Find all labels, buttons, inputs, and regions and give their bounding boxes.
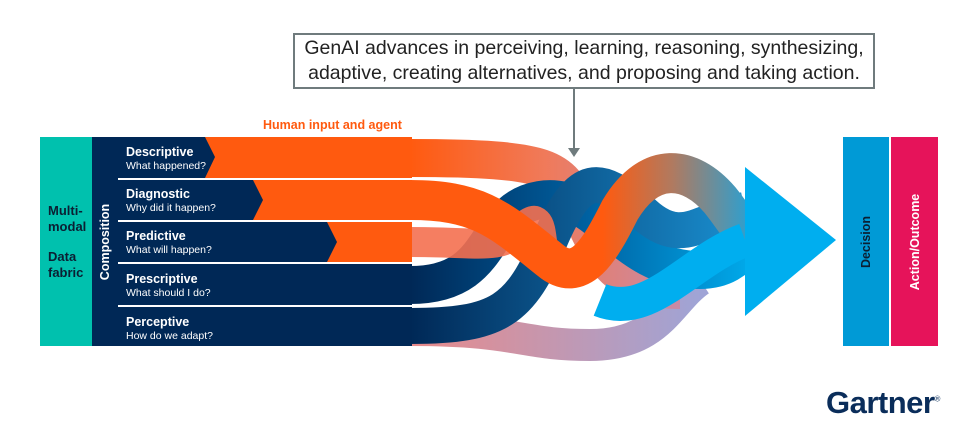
row-title: Prescriptive [126, 272, 198, 286]
strand-perceptive [409, 167, 750, 344]
panel-text-1: Multi- [48, 203, 83, 218]
logo-text: Gartner [826, 385, 935, 420]
decision-panel: Decision [843, 137, 889, 346]
registered-mark: ® [934, 394, 940, 404]
row-divider [118, 220, 412, 222]
composition-label: Composition [92, 137, 118, 346]
data-fabric-panel: Multi- modal Data fabric [40, 137, 92, 346]
row-divider [118, 262, 412, 264]
row-subtitle: What happened? [126, 160, 206, 172]
output-arrowhead [745, 167, 836, 316]
action-outcome-label: Action/Outcome [907, 193, 922, 290]
row-subtitle: Why did it happen? [126, 202, 216, 214]
row-perceptive: Perceptive How do we adapt? [126, 315, 213, 343]
row-divider [118, 178, 412, 180]
arrow-down-icon [568, 148, 580, 157]
human-input-band-diagnostic [253, 180, 412, 220]
row-subtitle: How do we adapt? [126, 330, 213, 342]
row-divider [118, 305, 412, 307]
row-diagnostic: Diagnostic Why did it happen? [126, 187, 216, 215]
gartner-logo: Gartner® [826, 385, 940, 421]
row-title: Descriptive [126, 145, 194, 159]
human-input-band-descriptive [205, 137, 412, 178]
action-outcome-panel: Action/Outcome [891, 137, 938, 346]
panel-text-3: Data [48, 249, 77, 264]
strand-diagnostic [409, 153, 763, 289]
row-descriptive: Descriptive What happened? [126, 145, 206, 173]
row-predictive: Predictive What will happen? [126, 229, 212, 257]
strand-light-blue [593, 224, 752, 321]
callout-line-1: GenAI advances in perceiving, learning, … [304, 37, 864, 59]
decision-label: Decision [859, 215, 873, 268]
row-prescriptive: Prescriptive What should I do? [126, 272, 211, 300]
genai-callout: GenAI advances in perceiving, learning, … [293, 33, 875, 89]
row-title: Diagnostic [126, 187, 190, 201]
human-input-band-predictive [327, 222, 412, 262]
composition-text: Composition [98, 203, 112, 280]
row-title: Perceptive [126, 315, 190, 329]
panel-text-4: fabric [48, 265, 84, 280]
panel-text-2: modal [48, 219, 87, 234]
row-subtitle: What will happen? [126, 244, 212, 256]
callout-line-2: adaptive, creating alternatives, and pro… [308, 62, 860, 84]
row-subtitle: What should I do? [126, 287, 211, 299]
callout-connector [573, 88, 575, 148]
human-input-label: Human input and agent [263, 118, 402, 132]
row-title: Predictive [126, 229, 186, 243]
